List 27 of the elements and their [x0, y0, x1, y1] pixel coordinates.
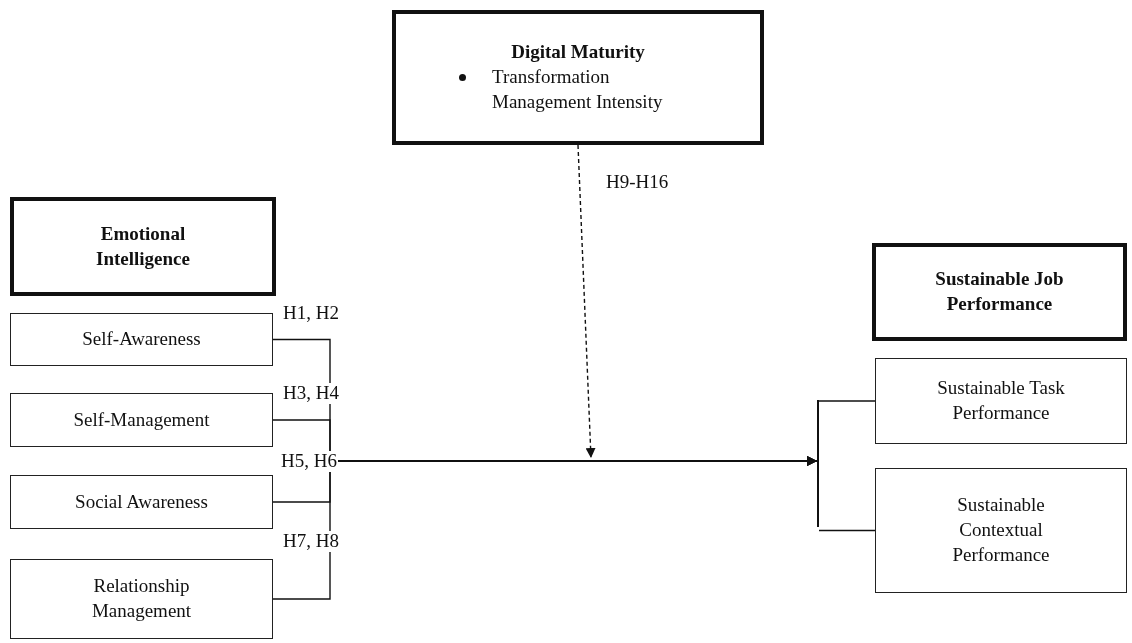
construct-box: [10, 197, 276, 296]
dimension-label: Sustainable Task Performance: [936, 376, 1066, 425]
hypothesis-label: H3, H4: [282, 383, 340, 404]
hypothesis-label: H7, H8: [282, 531, 340, 552]
construct-title: Digital Maturity: [511, 40, 645, 65]
hypothesis-label: H5, H6: [280, 451, 338, 472]
dimension-box: [875, 358, 1127, 444]
dimension-box: [10, 475, 273, 529]
arrow: [272, 456, 818, 600]
connector-line: [818, 529, 876, 532]
dashed-arrow: [577, 144, 596, 459]
indicator-text: Transformation Management Intensity: [492, 65, 664, 114]
dimension-box: [875, 468, 1127, 593]
dimension-label: Sustainable Contextual Performance: [951, 493, 1051, 567]
hypothesis-label: H1, H2: [282, 303, 340, 324]
dimension-box: [10, 313, 273, 366]
dimension-label: Self-Awareness: [82, 327, 201, 352]
dimension-label: Social Awareness: [75, 489, 208, 514]
dimension-box: [10, 559, 273, 639]
connector-line: [818, 400, 876, 402]
construct-title: Sustainable Job Performance: [934, 267, 1065, 316]
construct-title: Emotional Intelligence: [95, 221, 191, 271]
dimension-label: Relationship Management: [90, 574, 193, 623]
dimension-label: Self-Management: [73, 407, 210, 432]
dimension-box: [10, 393, 273, 447]
construct-box: [872, 243, 1127, 341]
construct-box: [392, 10, 764, 145]
